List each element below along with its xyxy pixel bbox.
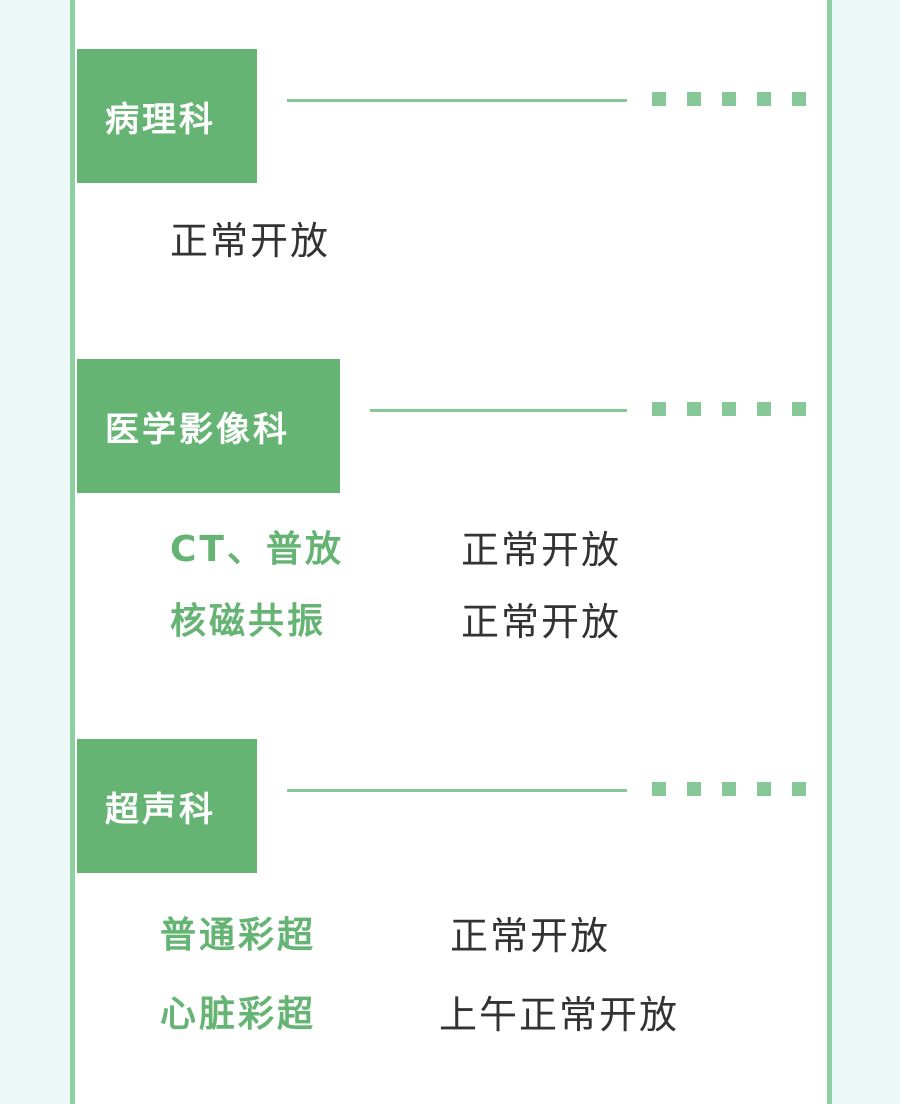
divider-line (287, 99, 627, 102)
row-label-ct: CT、普放 (170, 529, 344, 570)
section-title-pathology: 病理科 (77, 49, 257, 183)
row-label-mri: 核磁共振 (170, 601, 327, 642)
divider-line (287, 789, 627, 792)
row-status-cardiac-ultrasound: 上午正常开放 (439, 993, 680, 1037)
divider-line (370, 409, 627, 412)
section-title-imaging: 医学影像科 (77, 359, 340, 493)
row-label-cardiac-ultrasound: 心脏彩超 (160, 994, 317, 1035)
row-status-general-ultrasound: 正常开放 (450, 914, 611, 958)
pathology-status: 正常开放 (170, 219, 331, 263)
decorative-dots (652, 402, 807, 416)
decorative-dots (652, 92, 807, 106)
row-label-general-ultrasound: 普通彩超 (160, 915, 317, 956)
section-title-ultrasound: 超声科 (77, 739, 257, 873)
row-status-mri: 正常开放 (461, 600, 622, 644)
decorative-dots (652, 782, 807, 796)
content-panel (70, 0, 832, 1104)
row-status-ct: 正常开放 (461, 528, 622, 572)
